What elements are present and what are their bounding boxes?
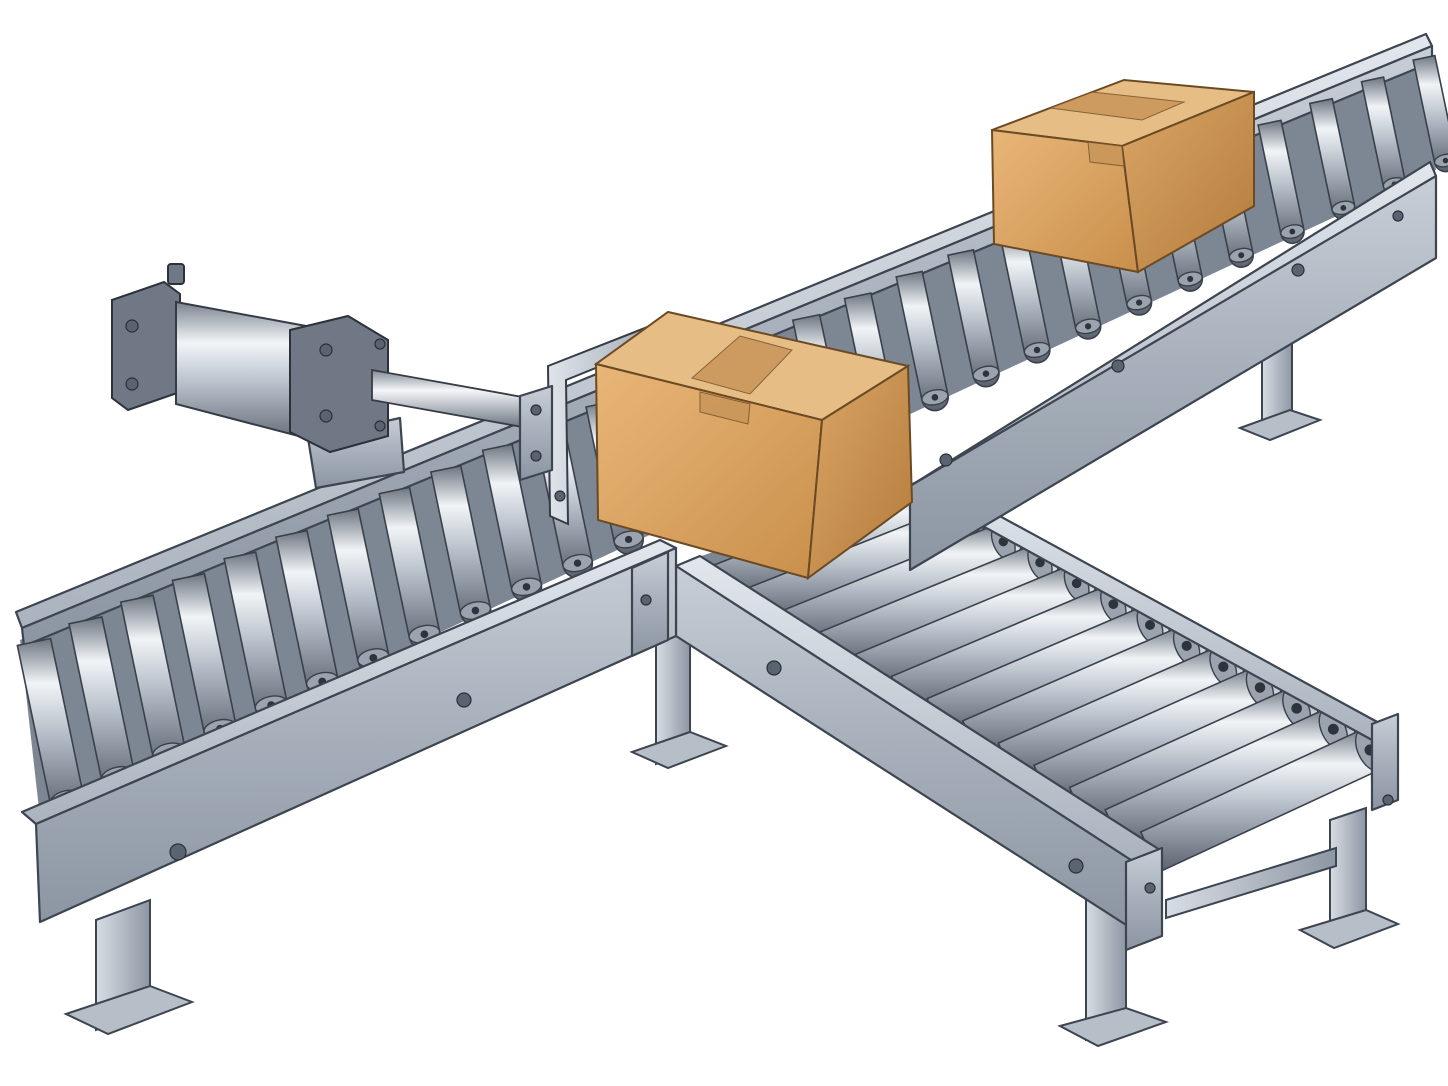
bolt-icon: [374, 420, 386, 432]
cylinder-rear-block: [111, 280, 181, 412]
box-at-pusher: [593, 310, 914, 581]
bolt-icon: [530, 404, 542, 416]
bolt-icon: [530, 450, 542, 462]
box-tape: [690, 335, 793, 395]
roller-icon: [481, 443, 543, 603]
pneumatic-pusher: [111, 263, 651, 526]
roller-icon: [1257, 119, 1305, 244]
box-side-face: [806, 364, 914, 581]
box-tape: [1087, 141, 1125, 167]
leg-crossbar: [1165, 846, 1337, 920]
branch-end-plate: [1124, 846, 1164, 952]
bolt-icon: [939, 453, 953, 467]
branch-conveyor: [674, 476, 1400, 952]
bolt-icon: [125, 377, 139, 391]
bolt-icon: [1382, 794, 1394, 806]
bolt-icon: [319, 409, 333, 423]
box-side-face: [1120, 90, 1255, 274]
cylinder-barrel: [175, 300, 307, 440]
roller-icon: [998, 227, 1051, 364]
main-front-rail-side-right: [908, 174, 1438, 572]
bolt-icon: [640, 594, 652, 606]
bolt-icon: [1392, 210, 1404, 222]
roller-icon: [1412, 54, 1448, 173]
main-front-rail-side-left: [34, 546, 678, 924]
leg-foot-plate: [629, 730, 729, 770]
roller-icon: [895, 270, 949, 412]
bolt-icon: [125, 319, 139, 333]
push-plate-bracket: [518, 384, 554, 482]
bolt-icon: [319, 343, 333, 357]
leg-foot-plate: [1237, 408, 1323, 442]
bolt-icon: [456, 692, 472, 708]
branch-end-plate: [1370, 712, 1400, 812]
leg-foot-plate: [1297, 908, 1401, 950]
cylinder-port: [167, 263, 185, 285]
bolt-icon: [766, 660, 782, 676]
leg-foot-plate: [1057, 1006, 1170, 1048]
roller-icon: [946, 248, 1000, 388]
bolt-icon: [1144, 882, 1156, 894]
bolt-icon: [1291, 263, 1305, 277]
bolt-icon: [554, 490, 566, 502]
bolt-icon: [1068, 858, 1084, 874]
cylinder-front-block: [289, 314, 389, 454]
box-tape: [1049, 91, 1186, 121]
bolt-icon: [169, 843, 187, 861]
bolt-icon: [1111, 359, 1125, 373]
bolt-icon: [374, 338, 386, 350]
junction-plate: [630, 550, 670, 658]
main-conveyor-front-rail: [20, 160, 1438, 924]
box-tape: [699, 391, 751, 425]
box-on-main-line: [990, 78, 1255, 274]
leg-foot-plate: [63, 984, 195, 1036]
